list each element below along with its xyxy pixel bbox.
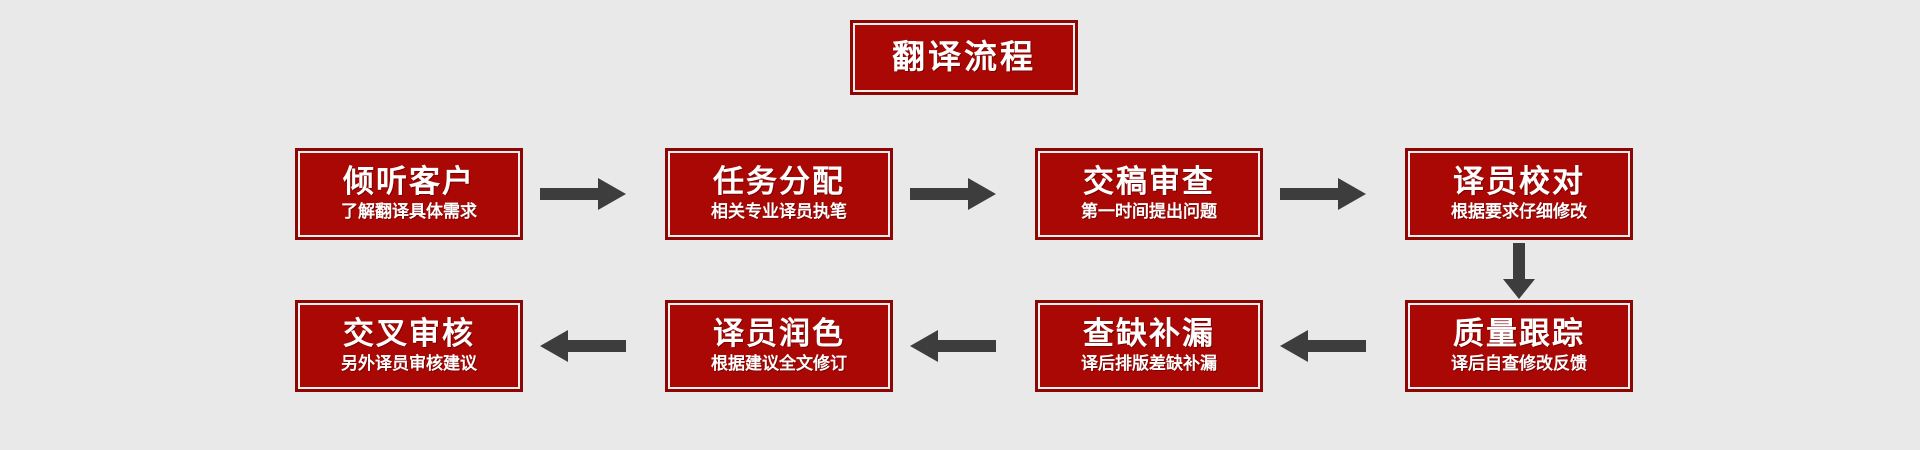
node-subtitle: 根据建议全文修订	[711, 354, 847, 375]
node-subtitle: 了解翻译具体需求	[341, 202, 477, 223]
arrow-right-icon	[540, 172, 626, 216]
process-node-translator-polishing: 译员润色 根据建议全文修订	[665, 300, 893, 392]
process-node-cross-review: 交叉审核 另外译员审核建议	[295, 300, 523, 392]
node-subtitle: 第一时间提出问题	[1081, 202, 1217, 223]
node-subtitle: 根据要求仔细修改	[1451, 202, 1587, 223]
process-node-translator-proofreading: 译员校对 根据要求仔细修改	[1405, 148, 1633, 240]
node-title: 任务分配	[713, 164, 845, 201]
process-node-listen-to-client: 倾听客户 了解翻译具体需求	[295, 148, 523, 240]
flowchart-title-box: 翻译流程	[850, 20, 1078, 95]
node-title: 交叉审核	[343, 316, 475, 353]
process-node-gap-filling: 查缺补漏 译后排版差缺补漏	[1035, 300, 1263, 392]
process-node-task-assignment: 任务分配 相关专业译员执笔	[665, 148, 893, 240]
node-subtitle: 另外译员审核建议	[341, 354, 477, 375]
arrow-left-icon	[540, 324, 626, 368]
node-title: 查缺补漏	[1083, 316, 1215, 353]
process-node-submission-review: 交稿审查 第一时间提出问题	[1035, 148, 1263, 240]
node-title: 倾听客户	[343, 164, 475, 201]
flowchart-title-text: 翻译流程	[892, 37, 1036, 77]
node-title: 质量跟踪	[1453, 316, 1585, 353]
node-title: 译员润色	[713, 316, 845, 353]
node-subtitle: 译后排版差缺补漏	[1081, 354, 1217, 375]
arrow-down-icon	[1494, 243, 1544, 299]
arrow-right-icon	[910, 172, 996, 216]
node-subtitle: 译后自查修改反馈	[1451, 354, 1587, 375]
node-title: 译员校对	[1453, 164, 1585, 201]
process-node-quality-tracking: 质量跟踪 译后自查修改反馈	[1405, 300, 1633, 392]
arrow-right-icon	[1280, 172, 1366, 216]
node-subtitle: 相关专业译员执笔	[711, 202, 847, 223]
arrow-left-icon	[1280, 324, 1366, 368]
arrow-left-icon	[910, 324, 996, 368]
node-title: 交稿审查	[1083, 164, 1215, 201]
